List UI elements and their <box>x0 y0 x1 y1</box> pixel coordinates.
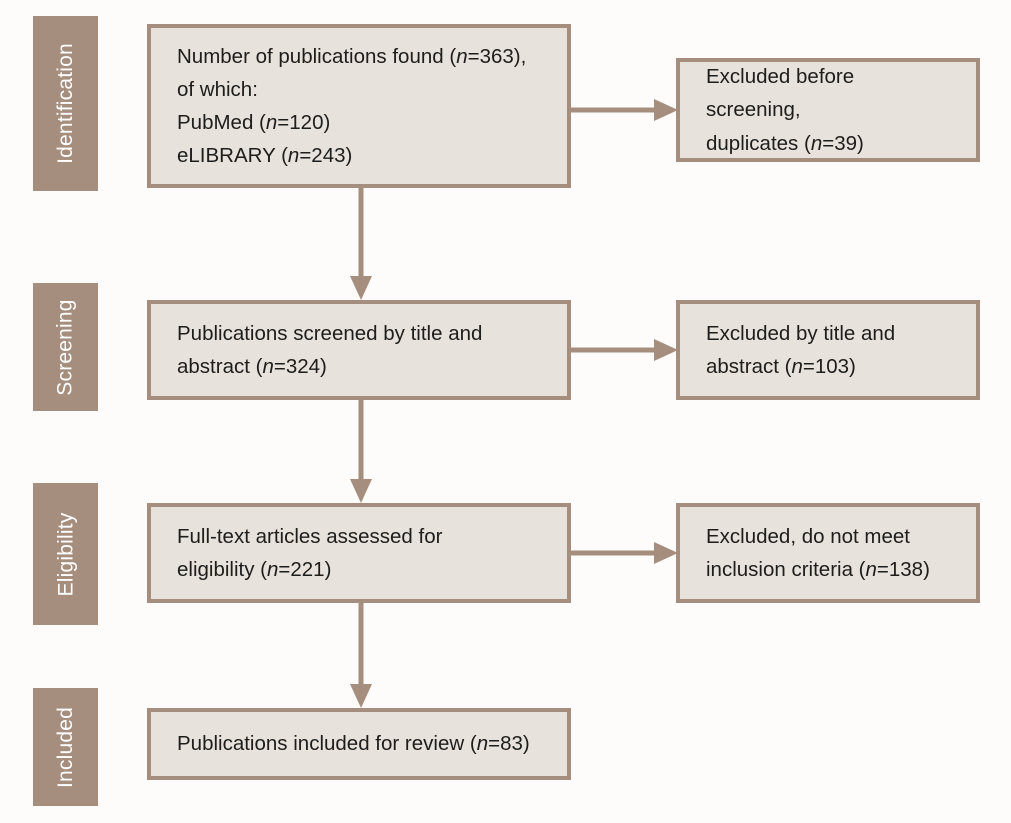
box-records-found: Number of publications found (n=363),of … <box>147 24 571 188</box>
box-records-found-text: Number of publications found (n=363),of … <box>177 44 527 168</box>
stage-label-eligibility: Eligibility <box>54 512 77 596</box>
arrow-found-to-excluded <box>567 96 680 124</box>
stage-label-screening: Screening <box>54 298 77 396</box>
arrow-screened-to-fulltext <box>345 400 377 505</box>
box-excluded-duplicates: Excluded before screening,duplicates (n=… <box>676 58 980 162</box>
stage-label-included: Included <box>54 706 77 788</box>
arrow-fulltext-to-excluded <box>567 539 680 567</box>
box-excluded-duplicates-text: Excluded before screening,duplicates (n=… <box>706 65 864 155</box>
stage-bar-eligibility: Eligibility <box>33 483 98 625</box>
arrow-screened-to-excluded <box>567 336 680 364</box>
stage-bar-included: Included <box>33 688 98 806</box>
box-included-for-review: Publications included for review (n=83) <box>147 708 571 780</box>
arrow-fulltext-to-included <box>345 603 377 710</box>
arrow-found-to-screened <box>345 188 377 302</box>
box-included-for-review-text: Publications included for review (n=83) <box>177 732 530 756</box>
stage-label-identification: Identification <box>54 43 77 164</box>
stage-bar-identification: Identification <box>33 16 98 191</box>
stage-bar-screening: Screening <box>33 283 98 411</box>
